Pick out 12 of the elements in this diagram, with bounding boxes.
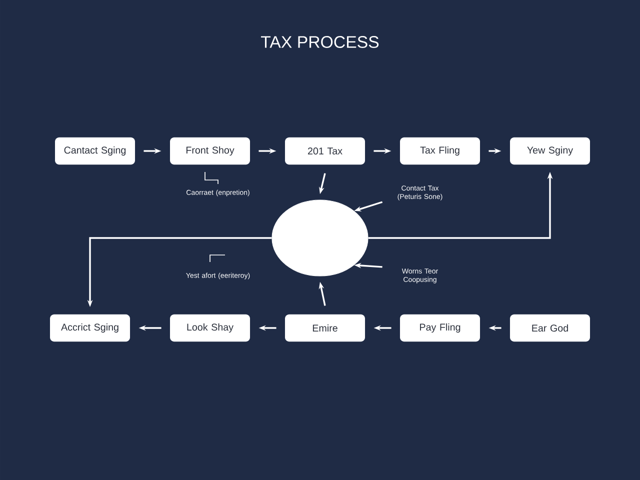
process-box: 201 Tax — [285, 137, 365, 165]
process-box: Tax Fling — [400, 137, 480, 165]
title: TAX PROCESS — [261, 36, 379, 48]
process-box: Front Shoy — [170, 137, 250, 165]
process-box: Look Shay — [170, 314, 250, 342]
process-box: Accrict Sging — [50, 314, 130, 342]
process-box: Ear God — [510, 314, 590, 342]
process-box: Cantact Sging — [55, 137, 136, 165]
process-box: Pay Fling — [400, 314, 480, 342]
circle — [272, 200, 368, 276]
process-box: Yew Sginy — [510, 137, 590, 165]
process-box: Emire — [285, 314, 365, 342]
